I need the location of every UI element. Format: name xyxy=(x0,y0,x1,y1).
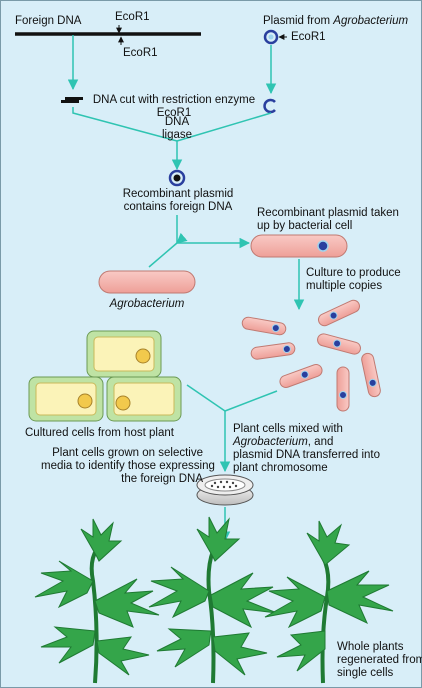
dna-fragment xyxy=(61,97,83,103)
ecor1-bottom-label: EcoR1 xyxy=(123,47,158,59)
agrobacterium-italic: Agrobacterium xyxy=(333,15,409,27)
foreign-dna-label: Foreign DNA xyxy=(15,15,82,27)
plant-cells-mixed-label: Plant cells mixed with Agrobacterium, an… xyxy=(233,423,381,474)
bacteria-copies xyxy=(241,299,381,412)
cultured-cells-label: Cultured cells from host plant xyxy=(25,427,174,439)
agrobacterium-label: Agrobacterium xyxy=(109,298,185,310)
ecor1-top-label: EcoR1 xyxy=(115,11,150,23)
recombinant-plasmid-icon xyxy=(168,169,186,187)
selective-media-label: Plant cells grown on selective media to … xyxy=(41,447,215,485)
whole-plants-label: Whole plants regenerated from single cel… xyxy=(337,641,422,679)
plasmid-from-label: Plasmid from Agrobacterium xyxy=(263,15,409,27)
cut-plasmid-icon xyxy=(263,98,276,114)
plant-cells xyxy=(28,330,182,422)
bacterium-with-plasmid xyxy=(250,234,348,258)
petri-dish xyxy=(196,474,254,506)
ecor1-plasmid-label: EcoR1 xyxy=(291,31,326,43)
agrobacterium-cell xyxy=(98,270,196,294)
regenerated-plants xyxy=(34,516,394,684)
plasmid-icon xyxy=(263,29,279,45)
